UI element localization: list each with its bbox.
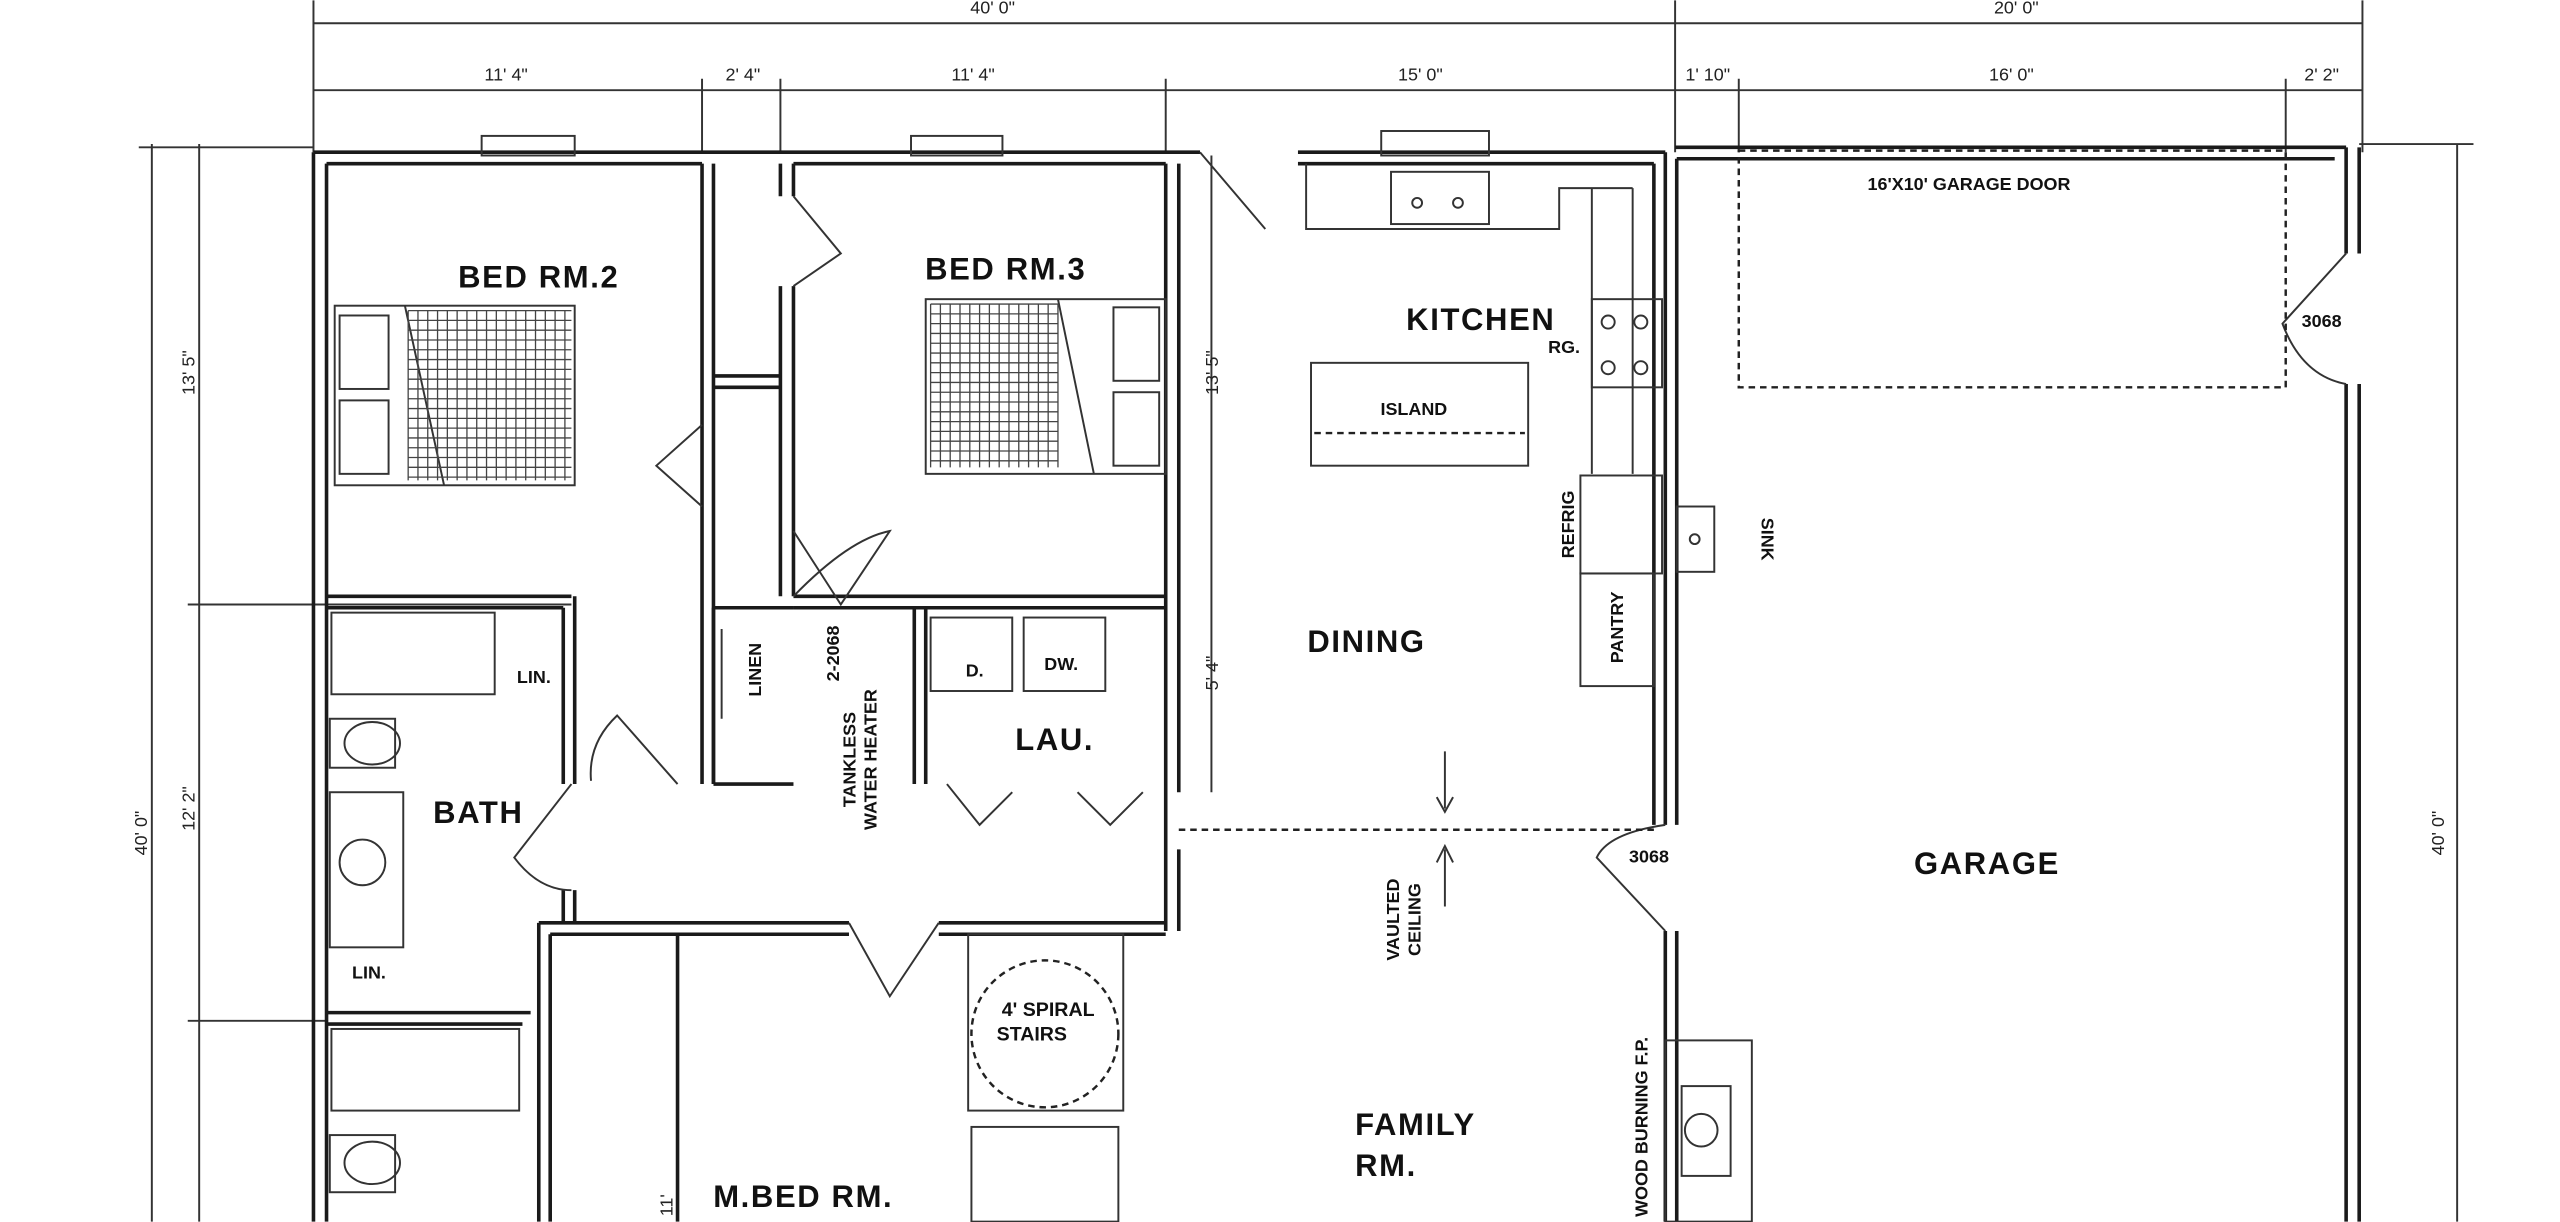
room-label-garage: GARAGE [1914,846,2060,881]
dim-segment: 11' 4" [484,64,527,84]
range-label: RG. [1548,337,1580,357]
dimension-lines [138,0,2474,1222]
linen-closet-label: LIN. [517,667,551,687]
dim-segment: 1' 10" [1685,64,1730,84]
dim-segment: 2' 2" [2304,64,2339,84]
room-label-kitchen: KITCHEN [1406,302,1555,337]
garage-sink-label: SINK [1758,518,1778,561]
water-heater-label: TANKLESS [840,712,860,807]
bed-bed-rm-2 [333,304,576,487]
dim-segment: 11' 4" [951,64,994,84]
dim-segment: 16' 0" [1989,64,2034,84]
bed-quilt-grid [407,303,1059,481]
washer-label: DW. [1044,654,1078,674]
hall-door-label: 2-2068 [823,626,843,682]
refrig-label: REFRIG [1558,491,1578,559]
fireplace-label: WOOD BURNING F.P. [1631,1037,1651,1217]
walls [311,145,2361,1222]
dim-left-segment: 12' 2" [178,786,198,831]
dim-left-overall: 40' 0" [131,811,151,856]
garage-side-door-label: 3068 [2302,311,2342,331]
water-heater-label: WATER HEATER [861,689,881,830]
room-label-bath: BATH [433,795,523,830]
dim-interior: 5' 4" [1202,656,1222,691]
vaulted-arrows [1435,751,1454,907]
room-label-master-bed: M.BED RM. [713,1179,893,1214]
vaulted-ceiling-label: CEILING [1404,883,1424,956]
dashed-lines [1178,149,2287,831]
room-label-dining: DINING [1307,624,1425,659]
room-label-family: RM. [1355,1148,1417,1183]
room-label-bed-rm-2: BED RM.2 [458,260,619,295]
room-label-family: FAMILY [1355,1107,1476,1142]
door-swings [513,151,2347,999]
dim-overall-right: 20' 0" [1994,0,2039,17]
windows [480,130,1490,157]
room-label-bed-rm-3: BED RM.3 [925,252,1086,287]
dim-left-segment: 13' 5" [178,350,198,395]
island-label: ISLAND [1380,399,1447,419]
pantry-label: PANTRY [1607,591,1627,663]
dryer-label: D. [966,660,984,680]
dim-overall-left: 40' 0" [970,0,1015,17]
dim-segment: 15' 0" [1398,64,1443,84]
room-label-laundry: LAU. [1015,722,1094,757]
spiral-stairs-label: 4' SPIRAL [1002,999,1095,1021]
kitchen-fixtures [328,163,1753,1222]
dim-interior: 13' 5" [1202,350,1222,395]
dim-right-overall: 40' 0" [2428,811,2448,856]
linen-closet-label: LIN. [352,962,386,982]
garage-entry-door-label: 3068 [1629,846,1669,866]
bed-bed-rm-3 [924,298,1167,475]
dim-interior: 11' [657,1194,677,1216]
vaulted-ceiling-label: VAULTED [1383,879,1403,961]
dim-segment: 2' 4" [725,64,760,84]
garage-door-label: 16'X10' GARAGE DOOR [1868,174,2071,194]
spiral-stairs-label: STAIRS [997,1023,1067,1045]
hall-linen-label: LINEN [745,643,765,697]
